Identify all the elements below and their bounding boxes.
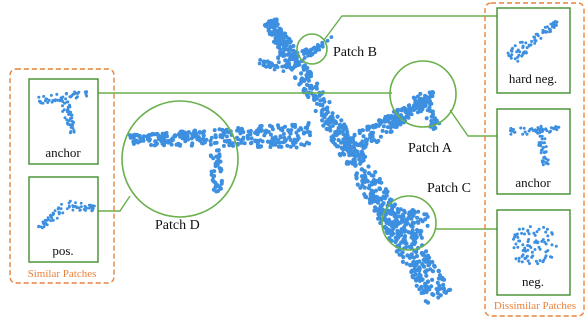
dissimilar-neg-label: neg. [522, 274, 544, 289]
connector-patch-a-right [449, 109, 497, 137]
patch-a-label: Patch A [408, 141, 453, 156]
connector-lines [98, 15, 497, 230]
patch-b-label: Patch B [333, 45, 377, 60]
similar-patches-title: Similar Patches [28, 268, 97, 280]
dissimilar-patches-border [484, 2, 585, 317]
dissimilar-anchor-panel [496, 108, 571, 195]
connector-patch-d [98, 195, 131, 212]
similar-anchor-points [37, 90, 89, 135]
similar-pos-panel [28, 176, 99, 263]
patch-d-label: Patch D [155, 218, 200, 233]
similar-patches-group: anchor pos. Similar Patches [9, 68, 115, 284]
dissimilar-hard-neg-panel [496, 7, 571, 94]
similar-patches-border [9, 68, 115, 284]
dissimilar-neg-points [512, 225, 558, 266]
patch-c-circle [381, 195, 437, 251]
connector-patch-b [323, 15, 497, 41]
similar-pos-label: pos. [52, 243, 73, 258]
airplane-point-cloud [127, 17, 453, 305]
similar-pos-points [37, 199, 96, 230]
dissimilar-anchor-label: anchor [515, 175, 551, 190]
patch-c-label: Patch C [427, 181, 471, 196]
dissimilar-hard-neg-label: hard neg. [509, 71, 557, 86]
dissimilar-patches-title: Dissimilar Patches [494, 300, 576, 312]
dissimilar-hard-neg-points [506, 20, 559, 63]
patch-b-circle [296, 33, 328, 65]
similar-anchor-label: anchor [45, 145, 81, 160]
dissimilar-anchor-points [509, 124, 561, 167]
patch-a-circle [389, 60, 457, 128]
patch-d-circle [121, 100, 239, 218]
dissimilar-patches-group: hard neg. anchor neg. Dissimilar Patches [484, 2, 585, 317]
